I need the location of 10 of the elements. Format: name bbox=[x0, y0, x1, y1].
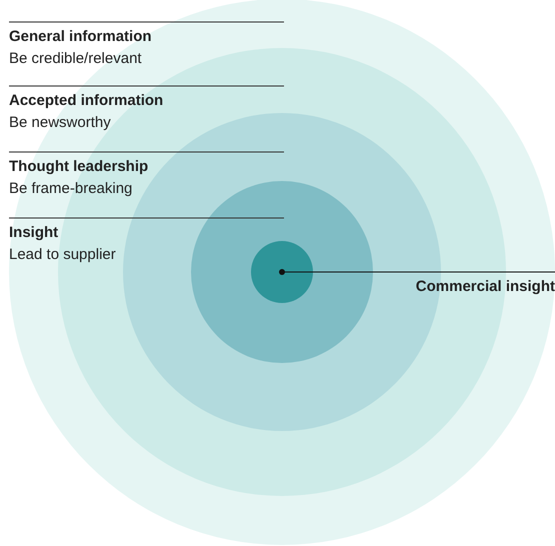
level-heading: General information bbox=[9, 28, 152, 46]
level-description: Lead to supplier bbox=[9, 246, 116, 264]
level-description: Be credible/relevant bbox=[9, 50, 142, 68]
level-heading: Insight bbox=[9, 224, 58, 242]
level-description: Be frame-breaking bbox=[9, 180, 132, 198]
callout-label: Commercial insight bbox=[380, 272, 555, 298]
level-heading: Thought leadership bbox=[9, 158, 148, 176]
leader-line bbox=[279, 269, 555, 275]
level-description: Be newsworthy bbox=[9, 114, 111, 132]
level-heading: Accepted information bbox=[9, 92, 164, 110]
